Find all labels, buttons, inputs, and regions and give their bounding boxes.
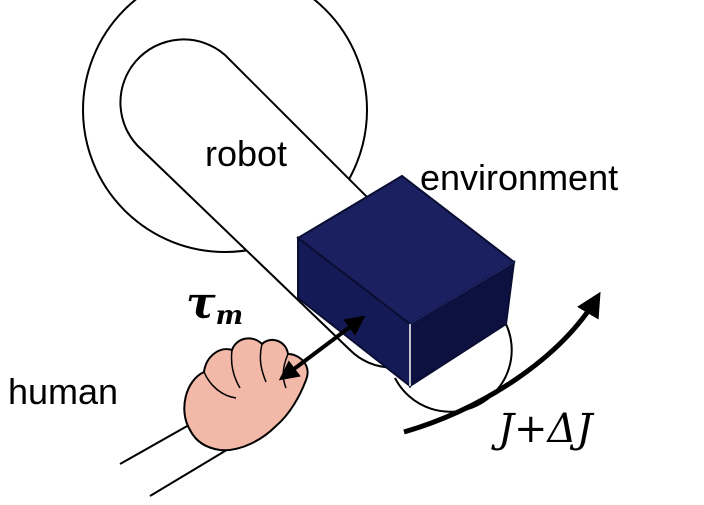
human-hand-finger-1 — [230, 349, 241, 389]
human-arm-line-lower — [149, 447, 231, 497]
human-hand-thumb — [203, 371, 237, 399]
label-human: human — [8, 371, 118, 412]
label-tau-subscript: m — [216, 301, 244, 331]
inertia-arrow — [403, 291, 601, 435]
force-arrow — [278, 315, 366, 381]
label-tau: τm — [186, 278, 243, 331]
label-robot: robot — [205, 133, 287, 174]
label-environment: environment — [420, 157, 618, 198]
robot-arm-tip-arc — [394, 321, 513, 413]
label-inertia: J+ΔJ — [491, 406, 594, 452]
human-hand-shape — [183, 337, 309, 452]
environment-box — [296, 174, 516, 389]
human-hand-finger-2 — [259, 343, 267, 383]
environment-box-edge-2 — [409, 261, 515, 325]
label-tau-symbol: τ — [186, 278, 216, 329]
human-hand — [183, 337, 309, 452]
